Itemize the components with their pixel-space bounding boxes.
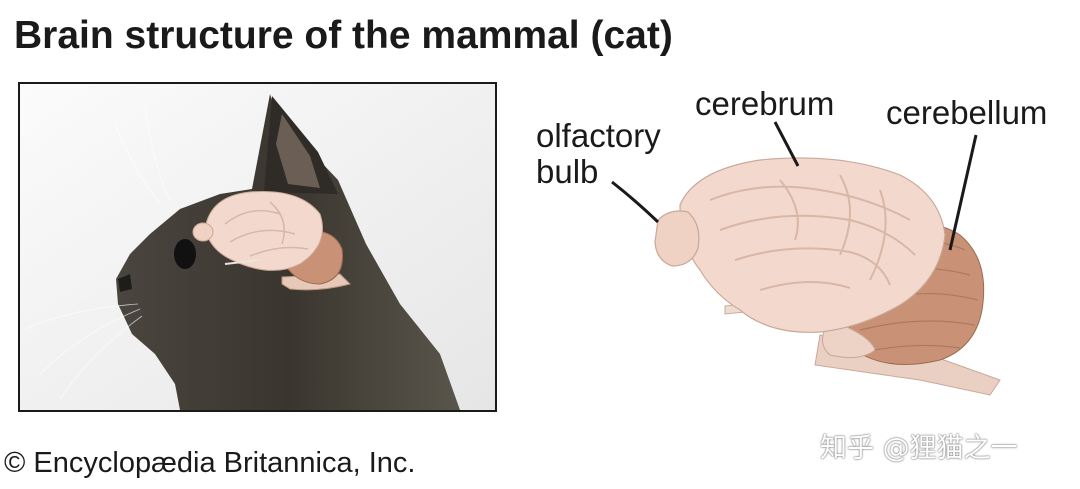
copyright-notice: © Encyclopædia Britannica, Inc. [4,447,416,479]
cat-head-illustration [18,82,497,412]
watermark: 知乎 @狸猫之一 [820,433,1018,464]
olfactory-label-line2: bulb [536,153,599,190]
cat-head-drawing [20,84,495,410]
olfactory-leader-line [611,180,660,224]
cerebellum-label: cerebellum [886,94,1048,131]
cat-eye [174,239,196,269]
cerebrum [679,157,946,333]
diagram-title: Brain structure of the mammal (cat) [14,14,673,57]
olfactory-bulb [654,210,700,267]
olfactory-label-line1: olfactory [536,117,661,154]
cerebrum-leader-line [773,121,800,167]
cerebrum-label: cerebrum [695,85,835,122]
brain-diagram [611,121,1001,396]
brain-overlay [192,190,351,291]
olfactory-bulb-label: olfactory bulb [536,118,661,190]
cerebellum-leader-line [948,134,978,251]
